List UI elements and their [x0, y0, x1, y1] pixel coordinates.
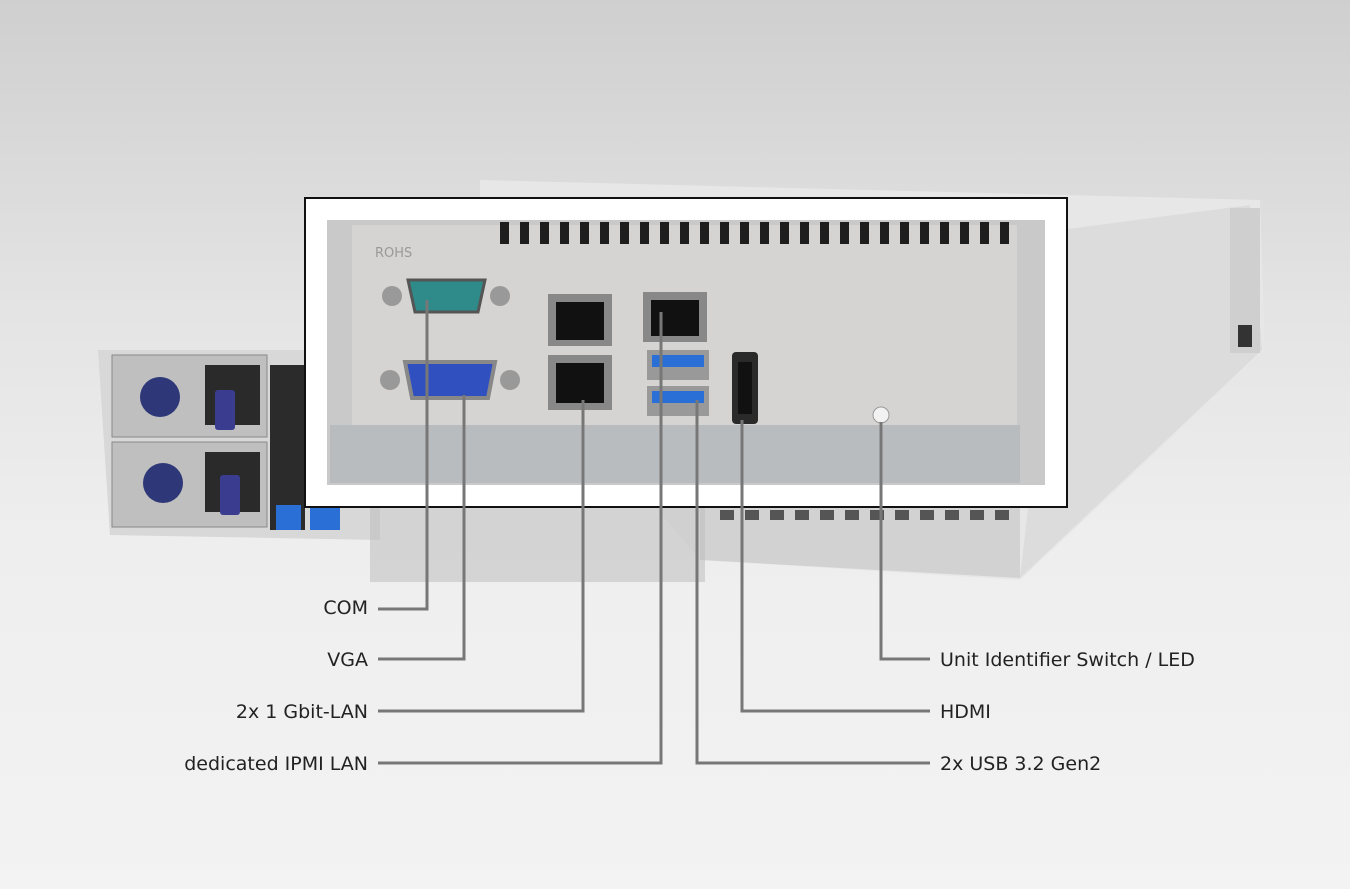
rohs-marking: ROHS: [375, 246, 412, 261]
leader-lines: [378, 300, 930, 765]
leader-com: [378, 300, 429, 611]
label-vga: VGA: [327, 649, 368, 671]
power-supply-units: [111, 354, 340, 530]
usb-ports: [647, 350, 709, 416]
lan-ports: [548, 292, 707, 410]
leader-ipmi: [378, 312, 663, 765]
hdmi-port: [732, 352, 758, 424]
label-uid: Unit Identifier Switch / LED: [940, 649, 1195, 671]
leader-usb: [695, 400, 930, 765]
label-com: COM: [323, 597, 368, 619]
label-usb: 2x USB 3.2 Gen2: [940, 753, 1102, 775]
uid-led-button: [872, 406, 890, 424]
leader-vga: [378, 395, 466, 661]
label-ipmi: dedicated IPMI LAN: [184, 753, 368, 775]
leader-uid: [879, 422, 930, 661]
vent-slots: [500, 222, 1009, 244]
label-lan: 2x 1 Gbit-LAN: [235, 701, 368, 723]
label-hdmi: HDMI: [940, 701, 991, 723]
leader-lan: [378, 400, 585, 713]
io-panel-closeup: ROHS: [304, 197, 1068, 508]
leader-hdmi: [740, 420, 930, 713]
